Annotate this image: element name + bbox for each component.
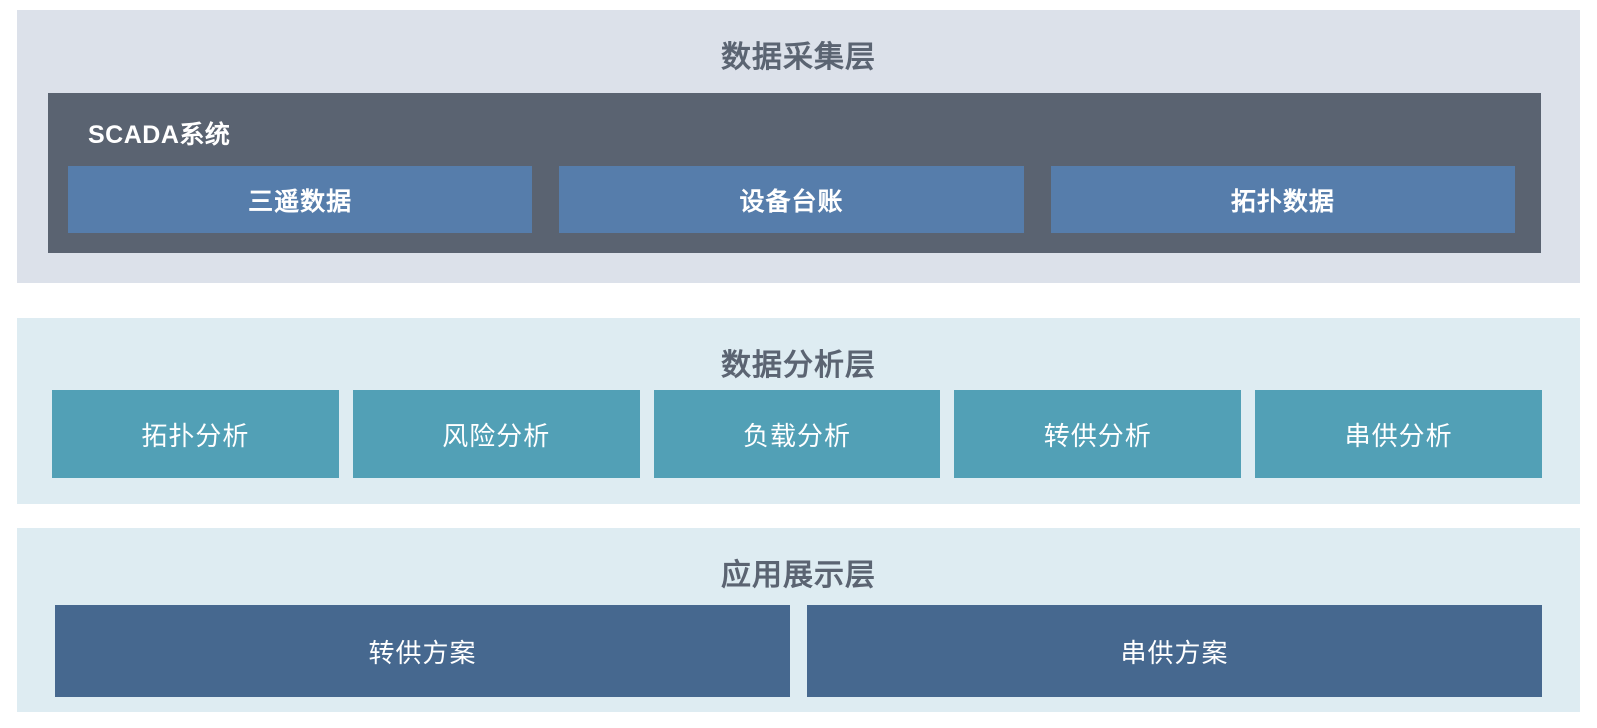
- block-series-supply-plan: 串供方案: [807, 605, 1542, 697]
- application-display-layer-title: 应用展示层: [721, 559, 876, 592]
- scada-data-row: 三遥数据 设备台账 拓扑数据: [68, 166, 1515, 233]
- layer-data-collection: 数据采集层 SCADA系统 三遥数据 设备台账 拓扑数据: [17, 10, 1580, 283]
- scada-system-container: SCADA系统 三遥数据 设备台账 拓扑数据: [48, 93, 1541, 253]
- block-telemetry-data: 三遥数据: [68, 166, 533, 233]
- block-risk-analysis: 风险分析: [352, 390, 640, 478]
- block-transfer-supply-plan: 转供方案: [55, 605, 790, 697]
- block-series-supply-analysis: 串供分析: [1255, 390, 1542, 478]
- data-collection-layer-title: 数据采集层: [721, 41, 876, 74]
- layer-data-analysis: 数据分析层 拓扑分析 风险分析 负载分析 转供分析 串供分析: [17, 318, 1580, 504]
- analysis-blocks-row: 拓扑分析 风险分析 负载分析 转供分析 串供分析: [52, 390, 1542, 478]
- block-load-analysis: 负载分析: [653, 390, 941, 478]
- block-topology-analysis: 拓扑分析: [52, 390, 339, 478]
- data-analysis-layer-title: 数据分析层: [721, 349, 876, 382]
- block-equipment-ledger: 设备台账: [559, 166, 1024, 233]
- application-blocks-row: 转供方案 串供方案: [55, 605, 1542, 697]
- layer-application-display: 应用展示层 转供方案 串供方案: [17, 528, 1580, 712]
- block-topology-data: 拓扑数据: [1050, 166, 1515, 233]
- block-transfer-supply-analysis: 转供分析: [954, 390, 1242, 478]
- scada-system-label: SCADA系统: [88, 121, 231, 149]
